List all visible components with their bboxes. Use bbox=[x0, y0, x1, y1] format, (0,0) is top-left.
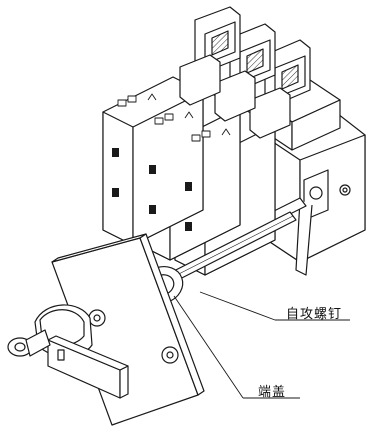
door-mounting-plate bbox=[51, 233, 205, 426]
pole-indicator-windows bbox=[112, 148, 192, 231]
leader-lines bbox=[173, 291, 350, 399]
label-end-cover: 端盖 bbox=[258, 385, 287, 400]
rotary-handle bbox=[7, 304, 129, 399]
label-self-tapping-screw: 自攻螺钉 bbox=[286, 307, 343, 322]
terminal-marks bbox=[117, 93, 231, 142]
